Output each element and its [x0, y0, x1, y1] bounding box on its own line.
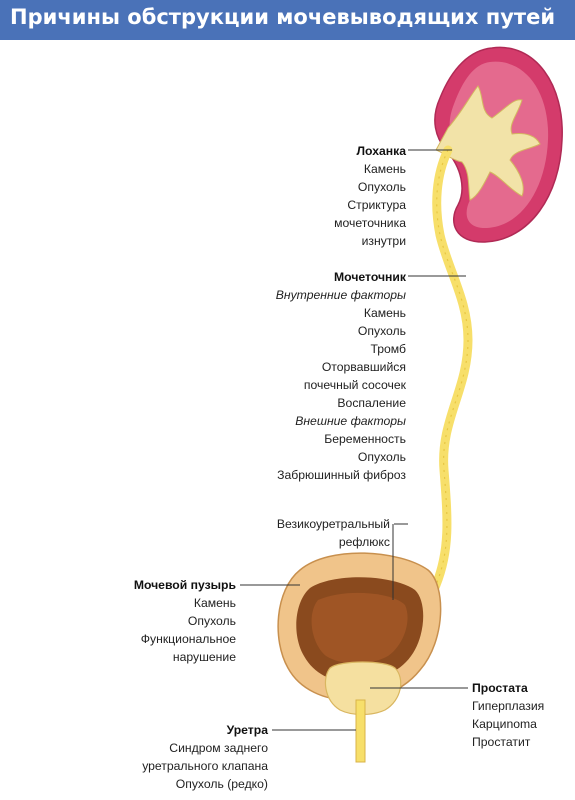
- pelvis-item: Опухоль: [357, 180, 406, 194]
- bladder-item: Опухоль: [187, 614, 236, 628]
- ureter-item: Тромб: [370, 342, 406, 356]
- prostate-item: Гиперплазия: [472, 699, 545, 713]
- prostate: [324, 661, 402, 716]
- ureter-item: почечный сосочек: [303, 378, 406, 392]
- bladder-block: Мочевой пузырь Камень Опухоль Функционал…: [60, 576, 236, 666]
- reflux-line: Везикоуретральный: [276, 517, 390, 531]
- ureter-item: Воспаление: [337, 396, 406, 410]
- pelvis-item: изнутри: [361, 234, 406, 248]
- prostate-item: Карциnoma: [472, 717, 537, 731]
- ureter-block: Мочеточник Внутренние факторы Камень Опу…: [200, 268, 406, 484]
- ureter-external-label: Внешние факторы: [295, 414, 406, 428]
- pelvis-item: мочеточника: [334, 216, 406, 230]
- urethra-block: Уретра Синдром заднего уретрального клап…: [100, 721, 268, 793]
- bladder-heading: Мочевой пузырь: [133, 578, 236, 592]
- ureter-item: Камень: [363, 306, 406, 320]
- urethra-item: Опухоль (редко): [175, 777, 268, 791]
- bladder-item: Камень: [193, 596, 236, 610]
- ureter-item: Оторвавшийся: [321, 360, 406, 374]
- reflux-block: Везикоуретральный рефлюкс: [200, 515, 390, 551]
- ureter-internal-label: Внутренние факторы: [275, 288, 406, 302]
- urethra-item: Синдром заднего: [169, 741, 268, 755]
- pelvis-item: Стриктура: [347, 198, 406, 212]
- renal-pelvis: [435, 85, 541, 201]
- prostate-block: Простата Гиперплазия Карциnoma Простатит: [472, 679, 572, 751]
- ureter-item: Опухоль: [357, 324, 406, 338]
- prostate-item: Простатит: [472, 735, 531, 749]
- page-title: Причины обструкции мочевыводящих путей: [10, 5, 556, 29]
- ureter-item: Опухоль: [357, 450, 406, 464]
- ureter-item: Забрюшинный фиброз: [277, 468, 406, 482]
- urethra-heading: Уретра: [226, 723, 268, 737]
- title-bar: Причины обструкции мочевыводящих путей: [0, 0, 575, 40]
- urethra-item: уретрального клапана: [142, 759, 268, 773]
- bladder-item: Функциональное: [140, 632, 236, 646]
- pelvis-item: Камень: [363, 162, 406, 176]
- kidney: [434, 46, 563, 243]
- bladder-item: нарушение: [172, 650, 236, 664]
- bladder: [277, 552, 442, 701]
- prostate-gland: [324, 661, 402, 716]
- ureter-heading: Мочеточник: [334, 270, 406, 284]
- pelvis-heading: Лоханка: [356, 144, 407, 158]
- leader-lines: [240, 149, 468, 731]
- reflux-line: рефлюкс: [338, 535, 390, 549]
- prostate-heading: Простата: [472, 681, 528, 695]
- pelvis-block: Лоханка Камень Опухоль Стриктура мочеточ…: [200, 142, 406, 250]
- urethra: [355, 699, 366, 763]
- ureter-item: Беременность: [324, 432, 406, 446]
